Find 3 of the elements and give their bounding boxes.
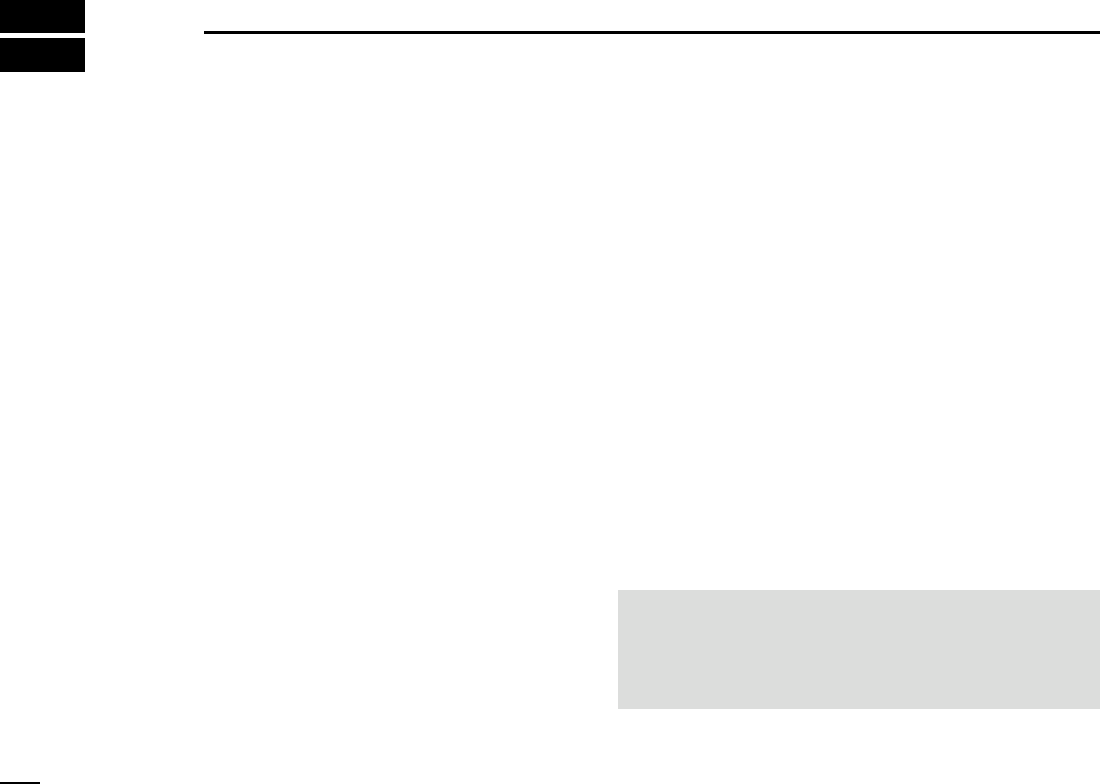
section-tab — [0, 0, 85, 33]
note-panel — [618, 590, 1100, 709]
section-tab — [0, 38, 85, 72]
